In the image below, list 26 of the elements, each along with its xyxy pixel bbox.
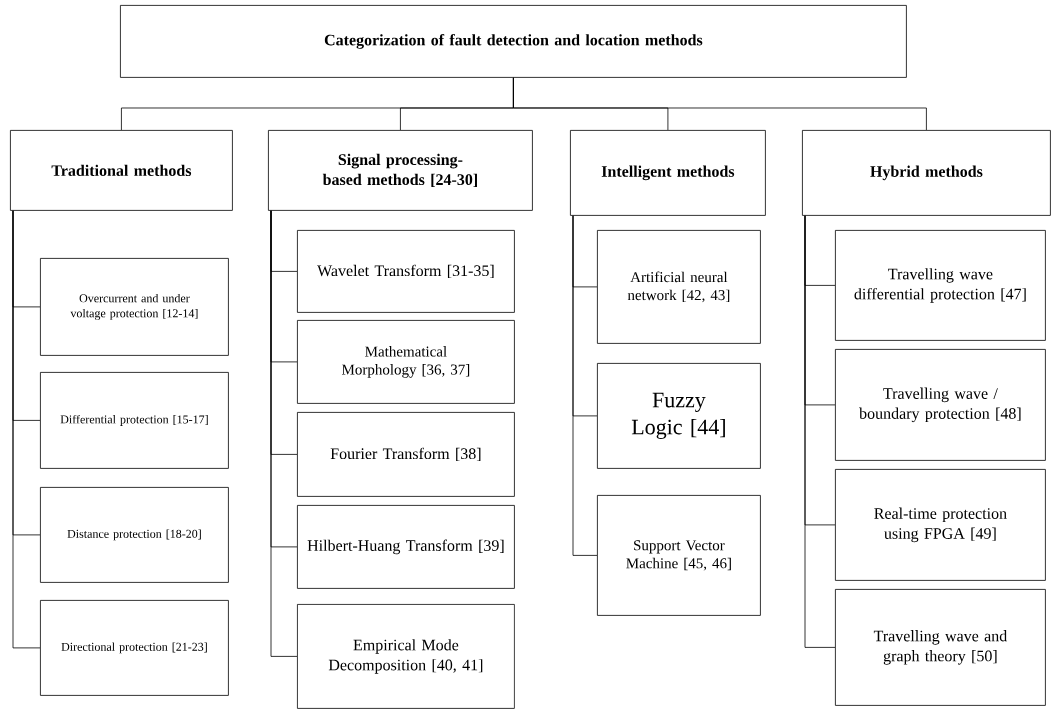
method-box: Support Vector Machine [45, 46]	[597, 495, 761, 616]
category-box: Signal processing-based methods [24-30]	[268, 130, 533, 211]
method-box: Hilbert-Huang Transform [39]	[297, 505, 515, 589]
category-box: Hybrid methods	[802, 130, 1051, 216]
method-box: Fuzzy Logic [44]	[597, 363, 761, 469]
method-box: Differential protection [15-17]	[40, 372, 229, 469]
category-box: Traditional methods	[10, 130, 233, 211]
category-box: Intelligent methods	[570, 130, 766, 216]
connector-line	[804, 215, 836, 648]
connector-line	[270, 210, 298, 657]
method-box: Wavelet Transform [31-35]	[297, 230, 515, 313]
method-box: Travelling wave differential protection [47]	[835, 230, 1046, 341]
connector-line	[513, 77, 927, 131]
connector-line	[12, 210, 41, 649]
method-box: Distance protection [18-20]	[40, 487, 229, 583]
method-box: Artificial neural network [42, 43]	[597, 230, 761, 344]
method-box: Real-time protection using FPGA [49]	[835, 469, 1046, 581]
method-box: Fourier Transform [38]	[297, 412, 515, 497]
method-box: Mathematical Morphology [36, 37]	[297, 320, 515, 404]
title-box: Categorization of fault detection and location methods	[120, 5, 907, 78]
method-box: Directional protection [21-23]	[40, 600, 229, 696]
method-box: Empirical Mode Decomposition [40, 41]	[297, 604, 515, 709]
method-box: Overcurrent and under voltage protection [12-14]	[40, 258, 229, 356]
method-box: Travelling wave and graph theory [50]	[835, 589, 1046, 706]
connector-line	[572, 215, 598, 556]
method-box: Travelling wave / boundary protection [48]	[835, 349, 1046, 461]
